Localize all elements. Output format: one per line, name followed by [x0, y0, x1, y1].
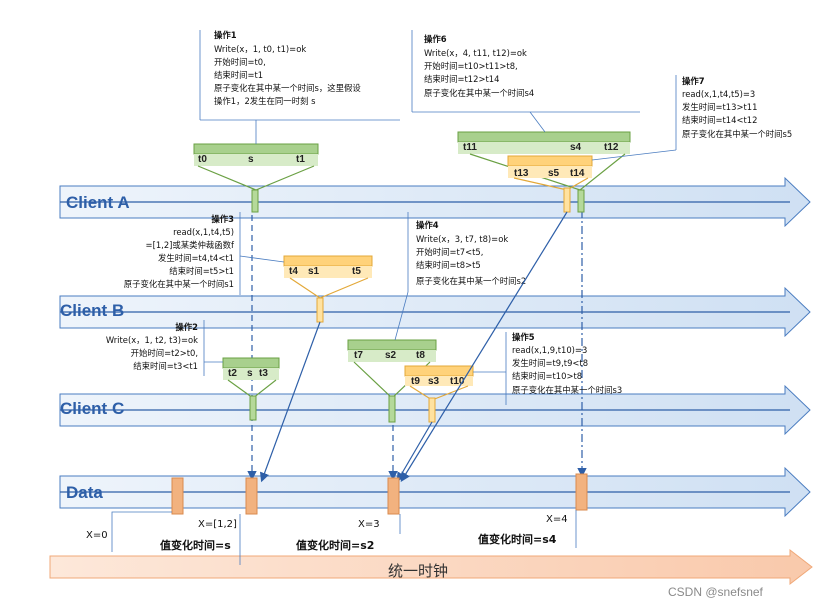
op4-bar: t7 s2 t8 — [347, 339, 437, 423]
op4-tick-start: t7 — [354, 350, 363, 361]
value-x12: X=[1,2] — [198, 519, 237, 530]
op4-line-4: 原子变化在其中某一个时间s2 — [416, 276, 526, 286]
op6-line-4: 原子变化在其中某一个时间s4 — [424, 88, 534, 98]
op4-line-2: 开始时间=t7<t5, — [416, 247, 483, 257]
op7-line-0: 操作7 — [682, 76, 705, 86]
value-x0: X=0 — [86, 530, 108, 541]
op2-bar: t2 s t3 — [222, 357, 280, 421]
op2-tick-start: t2 — [228, 368, 237, 379]
lane-label-data: Data — [66, 483, 103, 502]
op3-tick-end: t5 — [352, 266, 361, 277]
op3-tick-s: s1 — [308, 266, 320, 277]
op5-line-0: 操作5 — [512, 332, 535, 342]
op6-tick-end: t12 — [604, 142, 619, 153]
op7-tick-s: s5 — [548, 168, 560, 179]
watermark: CSDN @snefsnef — [668, 585, 764, 599]
op3-line-2: =[1,2]或某类仲裁函数f — [146, 240, 235, 250]
op5-line-1: read(x,1,9,t10)=3 — [512, 345, 587, 355]
op7-line-2: 发生时间=t13>t11 — [682, 102, 757, 112]
value-time-s4: 值变化时间=s4 — [478, 532, 557, 546]
lane-label-client-a: Client A — [66, 193, 130, 212]
op1-note: 操作1 Write(x，1, t0, t1)=ok 开始时间=t0, 结束时间=… — [199, 30, 400, 144]
op3-tick-start: t4 — [289, 266, 298, 277]
op1-tick-s: s — [248, 154, 254, 165]
op1-line-3: 结束时间=t1 — [214, 70, 263, 80]
op4-tick-s: s2 — [385, 350, 397, 361]
op4-line-1: Write(x，3, t7, t8)=ok — [416, 234, 508, 244]
op3-line-1: read(x,1,t4,t5) — [173, 227, 234, 237]
op2-line-0: 操作2 — [175, 322, 198, 332]
op1-tick-end: t1 — [296, 154, 305, 165]
lane-client-b: Client B — [59, 286, 811, 338]
op7-note: 操作7 read(x,1,t4,t5)=3 发生时间=t13>t11 结束时间=… — [591, 75, 792, 161]
op2-tick-s: s — [247, 368, 253, 379]
op7-tick-end: t14 — [570, 168, 585, 179]
lane-clock: 统一时钟 — [49, 548, 813, 586]
op7-line-3: 结束时间=t14<t12 — [682, 115, 757, 125]
op1-line-2: 开始时间=t0, — [214, 57, 266, 67]
op5-line-2: 发生时间=t9,t9<t8 — [512, 358, 588, 368]
op2-line-2: 开始时间=t2>t0, — [131, 348, 198, 358]
op5-bar: t9 s3 t10 — [404, 365, 474, 423]
op6-line-2: 开始时间=t10>t11>t8, — [424, 61, 518, 71]
op1-bar: t0 s t1 — [193, 143, 319, 213]
op6-tick-start: t11 — [463, 142, 477, 153]
value-time-s: 值变化时间=s — [160, 538, 231, 552]
op5-tick-s: s3 — [428, 376, 440, 387]
op1-line-0: 操作1 — [214, 30, 237, 40]
op5-line-4: 原子变化在其中某一个时间s3 — [512, 385, 622, 395]
value-x4: X=4 — [546, 514, 568, 525]
value-x3: X=3 — [358, 519, 380, 530]
op1-line-1: Write(x，1, t0, t1)=ok — [214, 44, 306, 54]
data-annotations: X=0 X=[1,2] X=3 X=4 值变化时间=s 值变化时间=s2 值变化… — [86, 510, 577, 565]
op4-tick-end: t8 — [416, 350, 425, 361]
op7-line-1: read(x,1,t4,t5)=3 — [682, 89, 755, 99]
op2-tick-end: t3 — [259, 368, 268, 379]
op2-line-3: 结束时间=t3<t1 — [133, 361, 198, 371]
data-markers — [171, 473, 588, 515]
op3-note: 操作3 read(x,1,t4,t5) =[1,2]或某类仲裁函数f 发生时间=… — [124, 212, 285, 295]
op6-note: 操作6 Write(x，4, t11, t12)=ok 开始时间=t10>t11… — [411, 30, 640, 133]
op4-note: 操作4 Write(x，3, t7, t8)=ok 开始时间=t7<t5, 结束… — [394, 212, 526, 341]
write-arrows — [259, 211, 568, 483]
op3-line-5: 原子变化在其中某一个时间s1 — [124, 279, 234, 289]
op6-line-0: 操作6 — [424, 34, 447, 44]
op4-line-0: 操作4 — [416, 220, 439, 230]
lane-label-client-b: Client B — [60, 301, 124, 320]
op6-tick-s: s4 — [570, 142, 582, 153]
op6-line-1: Write(x，4, t11, t12)=ok — [424, 48, 527, 58]
op6-line-3: 结束时间=t12>t14 — [424, 74, 499, 84]
op7-line-4: 原子变化在其中某一个时间s5 — [682, 129, 792, 139]
op1-tick-start: t0 — [198, 154, 207, 165]
op5-tick-end: t10 — [450, 376, 465, 387]
op5-tick-start: t9 — [411, 376, 420, 387]
op3-line-4: 结束时间=t5>t1 — [169, 266, 234, 276]
op6-bar: t11 s4 t12 — [457, 131, 631, 213]
op5-line-3: 结束时间=t10>t8 — [512, 371, 582, 381]
op3-line-3: 发生时间=t4,t4<t1 — [158, 253, 234, 263]
value-time-s2: 值变化时间=s2 — [296, 538, 374, 552]
op7-bar: t13 s5 t14 — [507, 155, 593, 213]
op4-line-3: 结束时间=t8>t5 — [416, 260, 481, 270]
op5-note: 操作5 read(x,1,9,t10)=3 发生时间=t9,t9<t8 结束时间… — [473, 332, 622, 405]
op1-line-5: 操作1，2发生在同一时刻 s — [214, 96, 315, 106]
op7-tick-start: t13 — [514, 168, 529, 179]
clock-label: 统一时钟 — [388, 562, 448, 580]
op1-line-4: 原子变化在其中某一个时间s，这里假设 — [214, 83, 361, 93]
op3-line-0: 操作3 — [211, 214, 234, 224]
op2-note: 操作2 Write(x，1, t2, t3)=ok 开始时间=t2>t0, 结束… — [106, 320, 223, 376]
lane-client-a: Client A — [59, 176, 811, 228]
lane-label-client-c: Client C — [60, 399, 124, 418]
op2-line-1: Write(x，1, t2, t3)=ok — [106, 335, 198, 345]
